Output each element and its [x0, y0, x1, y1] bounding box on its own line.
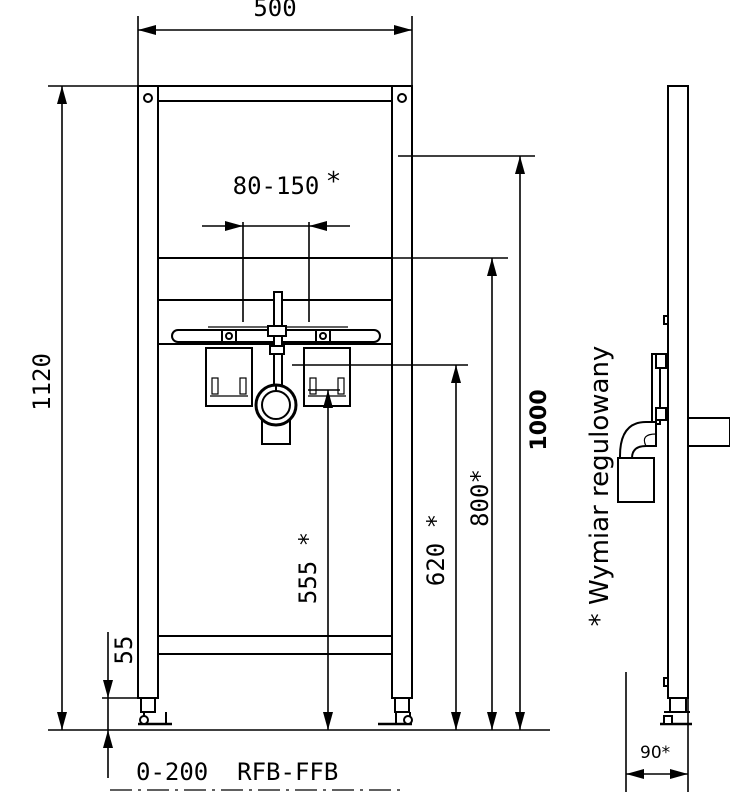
dim-height-1000: 1000 — [398, 155, 552, 730]
dim-label-500: 500 — [253, 0, 296, 22]
left-bracket — [205, 347, 253, 407]
side-stub-pipe — [687, 417, 730, 447]
dim-label-80-150: 80-150 — [233, 172, 320, 200]
dim-label-555: 555 * — [294, 532, 322, 604]
dim-label-90: 90* — [640, 743, 670, 763]
side-post — [667, 85, 689, 699]
threaded-rod — [267, 291, 287, 387]
dim-label-800: 800* — [466, 469, 494, 527]
dim-height-1120: 1120 — [28, 85, 138, 730]
dim-width-500: 500 — [137, 0, 413, 86]
dim-label-1120: 1120 — [28, 353, 56, 411]
left-post — [137, 85, 159, 699]
dim-offset-55: 55 — [102, 632, 138, 778]
dim-height-620: 620 * — [292, 364, 468, 730]
dim-label-620: 620 * — [422, 514, 450, 586]
side-view: 90* — [617, 85, 730, 792]
bottom-crossbar — [157, 635, 393, 655]
front-frame — [137, 85, 413, 726]
dim-floor-range: 0-200 RFB-FFB — [110, 758, 400, 791]
right-post — [391, 85, 413, 699]
left-foot — [138, 712, 172, 726]
dim-spacing-80-150: 80-150 * — [202, 167, 350, 322]
dim-label-floor-range: 0-200 RFB-FFB — [136, 758, 338, 786]
mount-hole-right — [397, 93, 407, 103]
dim-label-1000: 1000 — [527, 389, 552, 450]
dim-height-555: 555 * — [294, 389, 340, 730]
adjustable-dimension-note: * Wymiar regulowany — [585, 346, 615, 627]
dim-asterisk-80-150: * — [327, 167, 340, 197]
right-foot — [378, 712, 413, 726]
dim-label-55: 55 — [110, 636, 138, 665]
drain-pipe-fitting — [254, 383, 298, 445]
mount-hole-left — [143, 93, 153, 103]
side-drain-bend — [617, 421, 657, 503]
dim-height-800: 800* — [392, 257, 508, 730]
